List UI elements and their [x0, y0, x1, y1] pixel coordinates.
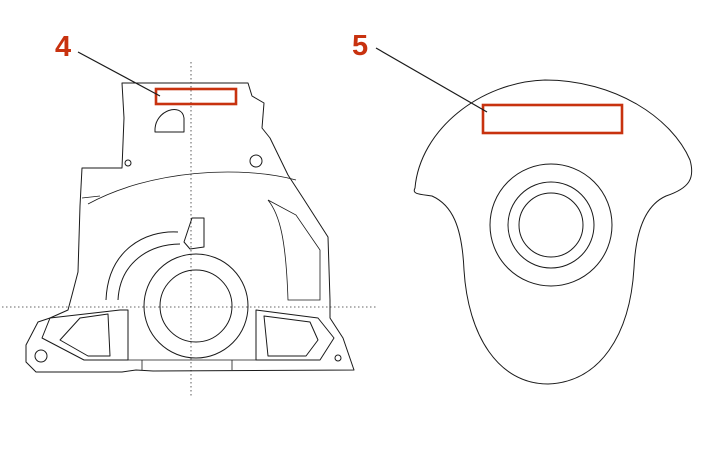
boss-arc-outer: [117, 243, 181, 301]
main-bore-outer: [143, 253, 249, 359]
flange-line: [87, 171, 297, 205]
right-pocket: [263, 315, 319, 357]
housing-outline: [25, 82, 355, 373]
cover-outline: [413, 79, 693, 385]
cover-ring-outer: [489, 163, 613, 287]
left-pocket: [59, 313, 111, 357]
hole-left-upper: [124, 159, 132, 167]
right-rib: [267, 199, 321, 301]
cover-ring-middle: [507, 181, 595, 269]
center-tab: [183, 217, 205, 250]
leader-line-4: [77, 51, 161, 97]
boss-arc: [105, 231, 179, 301]
cam-cover-view: 5: [352, 30, 693, 385]
callout-number-5: 5: [352, 30, 368, 62]
right-foot: [255, 309, 335, 361]
base-ledge: [128, 359, 256, 370]
flange-line-inner: [81, 195, 101, 199]
housing-front-view: 4: [2, 31, 378, 398]
leader-line-5: [375, 47, 488, 113]
cover-ring-inner: [518, 192, 584, 258]
hole-right-foot: [334, 354, 342, 362]
callout-box-4: [154, 87, 238, 106]
callout-box-5: [481, 103, 624, 135]
hole-right-upper: [249, 154, 263, 168]
callout-number-4: 4: [55, 31, 71, 63]
upper-slot: [154, 109, 185, 133]
hole-left-foot: [34, 349, 48, 363]
main-bore-inner: [159, 269, 233, 343]
